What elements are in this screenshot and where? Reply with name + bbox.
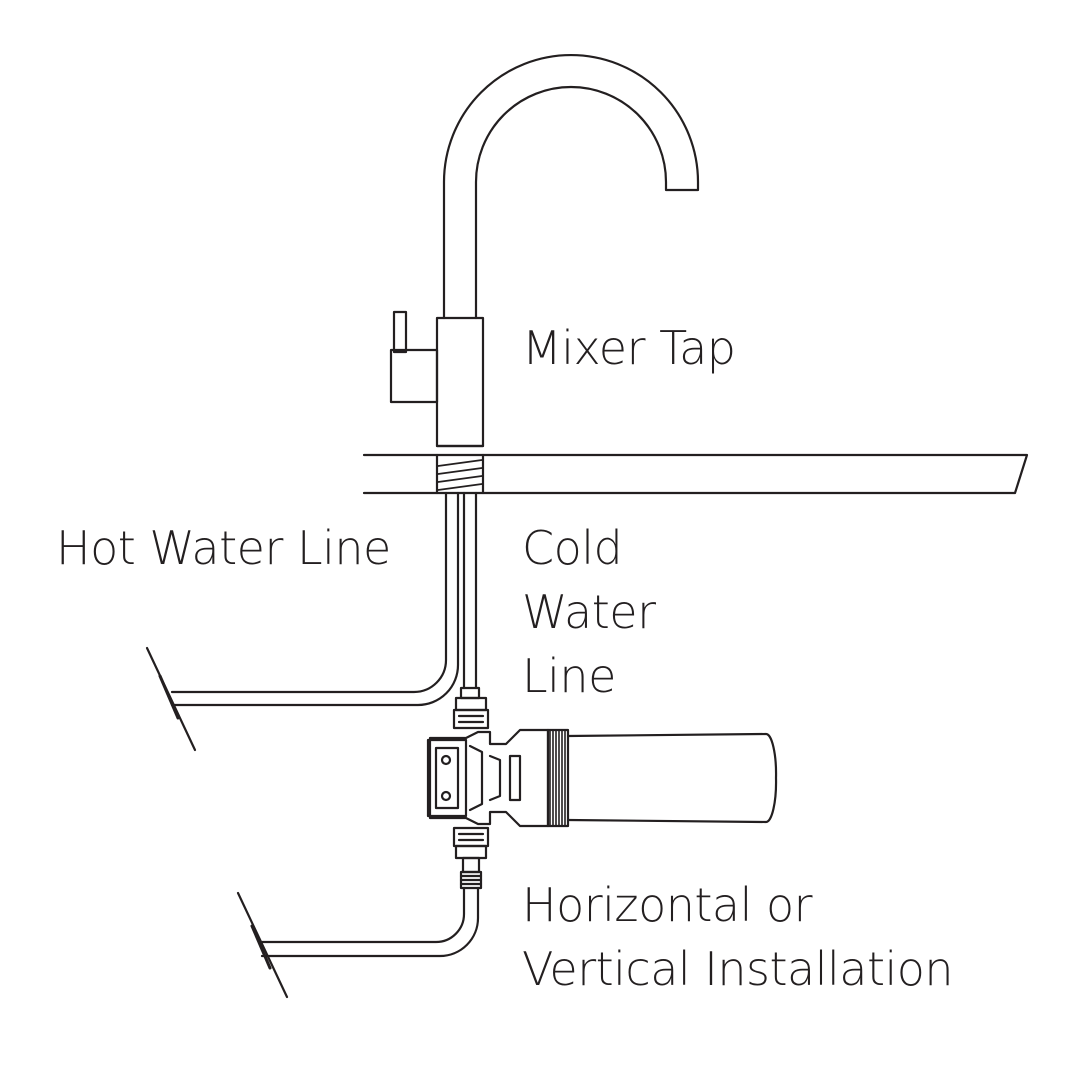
tap-shank — [435, 453, 485, 495]
hot-water-line-drawing — [145, 491, 460, 752]
outlet-wall-break — [236, 891, 289, 999]
filter-unit-drawing — [426, 728, 778, 828]
hot-wall-break-2 — [158, 674, 180, 720]
lower-nut-2 — [454, 844, 488, 860]
mixer-tap-label: Mixer Tap — [522, 321, 736, 375]
tap-lever-stem — [392, 310, 408, 354]
mount-screw-bottom — [440, 790, 452, 802]
countertop-edge — [362, 453, 1029, 495]
outlet-pipe-inner — [260, 886, 480, 958]
lower-nut — [452, 826, 490, 848]
collar-ribs — [549, 729, 566, 827]
filter-collar — [546, 728, 570, 828]
outlet-wall-break-2 — [250, 924, 272, 970]
tap-lever-block — [389, 348, 439, 404]
tap-body — [435, 316, 485, 448]
upper-nut — [454, 696, 488, 712]
tap-spout — [442, 53, 700, 320]
cold-water-line-drawing — [452, 491, 490, 730]
filter-cartridge — [566, 732, 778, 824]
outlet-line-drawing — [236, 826, 490, 999]
hot-pipe-outer — [170, 491, 448, 694]
mount-screw-top — [440, 754, 452, 766]
cold-water-line-label: Cold Water Line — [522, 521, 656, 703]
filter-head — [428, 728, 550, 828]
lower-stem — [461, 856, 481, 874]
upper-connector — [459, 686, 481, 700]
outlet-pipe-outer — [260, 886, 466, 944]
filter-mount-inner — [434, 746, 460, 810]
upper-nut-2 — [452, 708, 490, 730]
filter-window — [508, 754, 522, 802]
countertop-drawing — [362, 453, 1029, 495]
shank-threads — [437, 459, 483, 491]
hot-water-line-label: Hot Water Line — [56, 521, 391, 575]
installation-label: Horizontal or Vertical Installation — [522, 878, 954, 996]
hot-pipe-inner — [170, 491, 460, 707]
mixer-tap-drawing — [389, 53, 700, 448]
filter-mount-plate — [426, 738, 468, 818]
